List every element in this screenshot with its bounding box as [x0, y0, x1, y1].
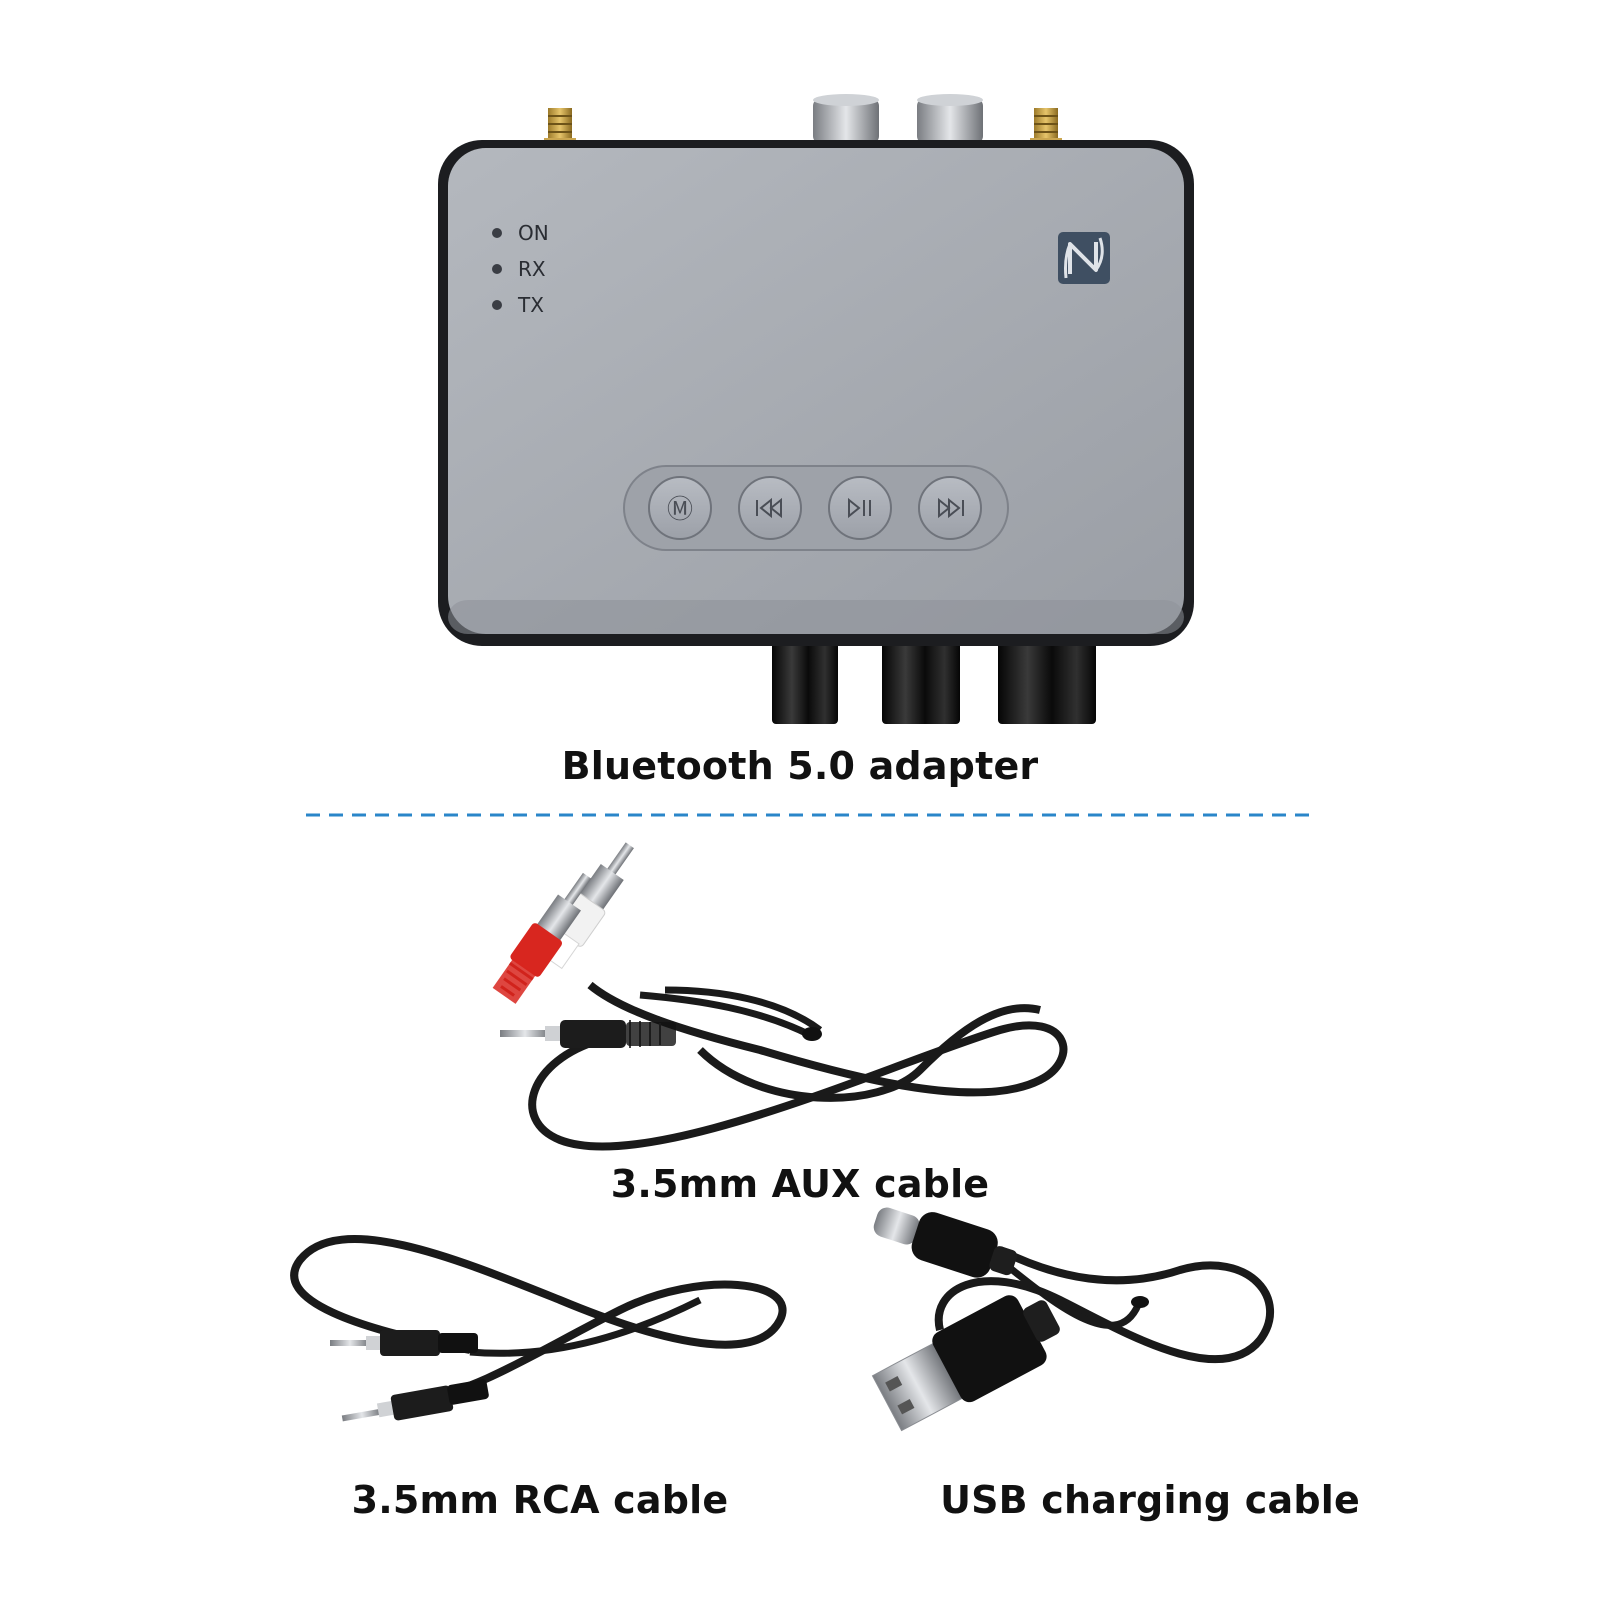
play-pause-icon: [848, 497, 871, 519]
mode-button[interactable]: Ⓜ: [648, 476, 712, 540]
led-tx-indicator: [492, 300, 502, 310]
usb-cable-caption: USB charging cable: [940, 1478, 1360, 1522]
led-label-on: ON: [518, 221, 549, 245]
play-pause-button[interactable]: [828, 476, 892, 540]
bottom-connectors: [772, 630, 1096, 724]
button-panel: [623, 465, 1009, 551]
usb-cable-image: [871, 1207, 1275, 1432]
rca-jack-top-left: [813, 94, 879, 144]
adapter-body: [438, 140, 1194, 646]
nfc-icon: [1058, 232, 1110, 284]
led-rx-indicator: [492, 264, 502, 274]
led-on-indicator: [492, 228, 502, 238]
next-track-button[interactable]: [918, 476, 982, 540]
rca-cable-image: [290, 1235, 787, 1422]
adapter-caption: Bluetooth 5.0 adapter: [561, 744, 1039, 788]
aux-cable-image: [492, 842, 1068, 1151]
previous-track-icon: [756, 497, 782, 519]
aux-cable-caption: 3.5mm AUX cable: [610, 1162, 990, 1206]
previous-track-button[interactable]: [738, 476, 802, 540]
next-track-icon: [938, 497, 964, 519]
rca-jack-top-right: [917, 94, 983, 144]
led-label-tx: TX: [518, 293, 544, 317]
led-label-rx: RX: [518, 257, 546, 281]
rca-cable-caption: 3.5mm RCA cable: [351, 1478, 729, 1522]
mode-icon: Ⓜ: [667, 495, 693, 525]
